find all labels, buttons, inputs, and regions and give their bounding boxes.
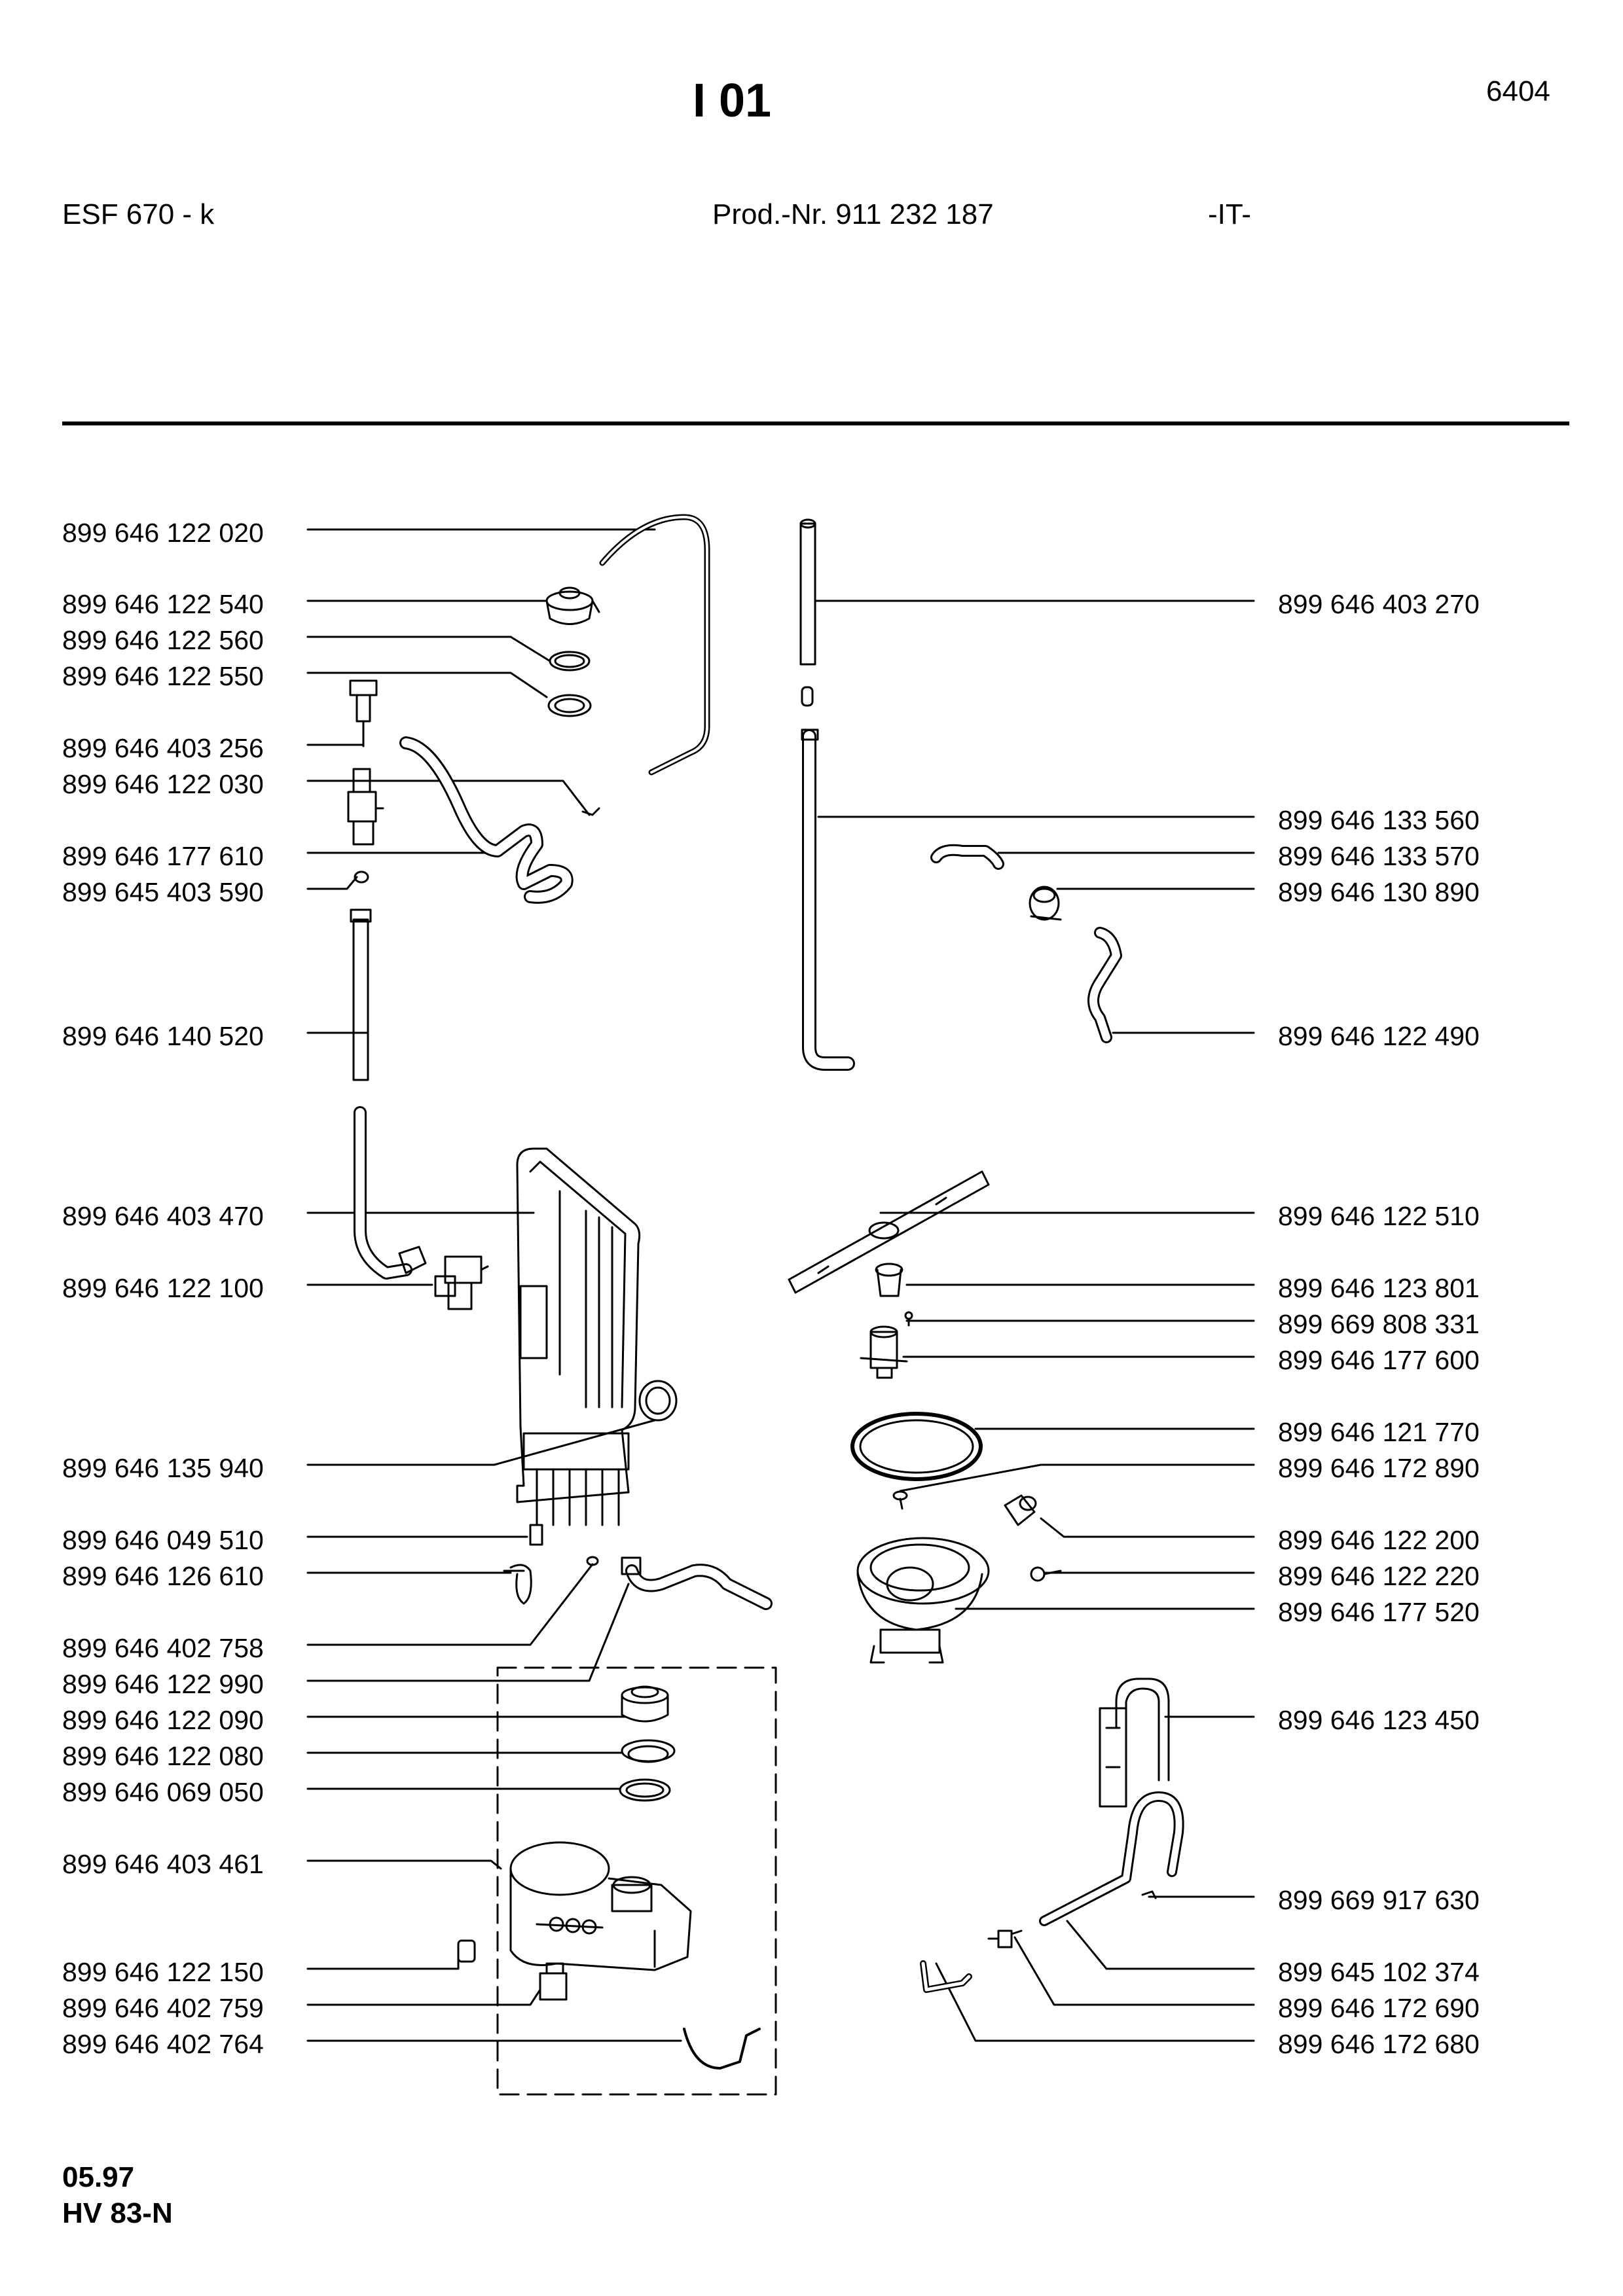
part-number: 899 646 403 461 — [62, 1849, 264, 1879]
part-number: 899 646 130 890 — [1278, 877, 1480, 907]
water-softener-panel — [516, 1147, 641, 1526]
footer-code: HV 83-N — [62, 2197, 173, 2229]
nozzle — [875, 1263, 903, 1297]
part-number: 899 646 402 758 — [62, 1633, 264, 1663]
part-number: 899 646 122 990 — [62, 1669, 264, 1699]
ring — [549, 651, 591, 672]
valve-cap — [545, 586, 600, 625]
hose-clip — [509, 1564, 532, 1605]
u-pipe — [1039, 1791, 1184, 1926]
part-number: 899 646 122 080 — [62, 1741, 264, 1771]
part-number: 899 646 122 150 — [62, 1957, 264, 1987]
part-number: 899 646 122 550 — [62, 661, 264, 691]
heater-fitting — [1004, 1494, 1037, 1526]
part-number: 899 646 122 100 — [62, 1273, 264, 1303]
header-rule — [62, 422, 1569, 425]
vertical-tube — [350, 908, 372, 1081]
connector-fitting — [347, 768, 384, 846]
part-number: 899 646 069 050 — [62, 1777, 264, 1807]
part-number: 899 646 122 220 — [1278, 1561, 1480, 1591]
inlet-valve — [434, 1255, 489, 1310]
filter-screw — [892, 1490, 908, 1510]
diverter-valve — [860, 1325, 908, 1379]
screw — [904, 1311, 913, 1327]
part-number: 899 646 403 256 — [62, 733, 264, 763]
part-number: 899 669 808 331 — [1278, 1309, 1480, 1339]
part-number: 899 646 172 690 — [1278, 1993, 1480, 2023]
small-cap — [457, 1939, 476, 1963]
o-ring — [586, 1556, 599, 1566]
check-valve — [1029, 886, 1062, 921]
filter-ring — [850, 1412, 983, 1481]
coupling — [801, 686, 814, 707]
small-clip — [1141, 1890, 1157, 1899]
part-number: 899 646 121 770 — [1278, 1417, 1480, 1447]
small-clamp — [354, 870, 369, 884]
part-number: 899 646 402 759 — [62, 1993, 264, 2023]
holder-bracket — [1099, 1677, 1170, 1808]
part-number: 899 646 403 270 — [1278, 589, 1480, 619]
page-title: I 01 — [693, 75, 772, 127]
part-number: 899 646 122 200 — [1278, 1525, 1480, 1555]
product-number: Prod.-Nr. 911 232 187 — [712, 198, 994, 230]
part-number: 899 646 140 520 — [62, 1021, 264, 1051]
part-number: 899 646 133 570 — [1278, 841, 1480, 871]
part-number: 899 646 122 090 — [62, 1705, 264, 1735]
part-number: 899 646 135 940 — [62, 1453, 264, 1483]
part-number: 899 646 122 020 — [62, 518, 264, 548]
part-number: 899 646 402 764 — [62, 2029, 264, 2059]
salt-cap — [621, 1685, 669, 1723]
spray-tube-upper — [799, 518, 816, 666]
page-code: 6404 — [1486, 75, 1550, 107]
ring — [547, 694, 592, 717]
part-number: 899 646 172 890 — [1278, 1453, 1480, 1483]
salt-container — [509, 1841, 692, 1971]
part-number: 899 646 122 030 — [62, 769, 264, 799]
gasket — [638, 1380, 678, 1422]
small-clip — [581, 807, 600, 816]
model-name: ESF 670 - k — [62, 198, 215, 230]
part-number: 899 645 403 590 — [62, 877, 264, 907]
part-number: 899 645 102 374 — [1278, 1957, 1480, 1987]
pipe-connector — [987, 1929, 1023, 1948]
part-number: 899 646 122 490 — [1278, 1021, 1480, 1051]
footer-date: 05.97 — [62, 2161, 135, 2193]
part-number: 899 646 049 510 — [62, 1525, 264, 1555]
dashed-group-box — [496, 1666, 777, 2096]
sump-screw — [1030, 1566, 1062, 1582]
sump-assembly — [856, 1537, 990, 1664]
leader-lines-right — [814, 600, 1255, 2042]
part-number: 899 646 133 560 — [1278, 805, 1480, 835]
part-number: 899 669 917 630 — [1278, 1885, 1480, 1915]
spray-tube-lower — [802, 729, 855, 1071]
wire-harness — [683, 2028, 761, 2070]
spray-arm — [788, 1170, 990, 1294]
part-number: 899 646 177 600 — [1278, 1345, 1480, 1375]
part-number: 899 646 122 540 — [62, 589, 264, 619]
country-code: -IT- — [1208, 198, 1251, 230]
seal-ring — [619, 1778, 671, 1802]
part-number: 899 646 403 470 — [62, 1201, 264, 1231]
inlet-fitting — [349, 679, 378, 747]
part-number: 899 646 123 801 — [1278, 1273, 1480, 1303]
part-number: 899 646 123 450 — [1278, 1705, 1480, 1735]
part-number: 899 646 122 560 — [62, 625, 264, 655]
part-number: 899 646 172 680 — [1278, 2029, 1480, 2059]
part-number: 899 646 126 610 — [62, 1561, 264, 1591]
part-number: 899 646 177 520 — [1278, 1597, 1480, 1627]
part-number: 899 646 177 610 — [62, 841, 264, 871]
hook-tube — [599, 514, 710, 776]
connector-plug — [539, 1962, 568, 2001]
part-number: 899 646 122 510 — [1278, 1201, 1480, 1231]
small-pin — [529, 1524, 543, 1546]
